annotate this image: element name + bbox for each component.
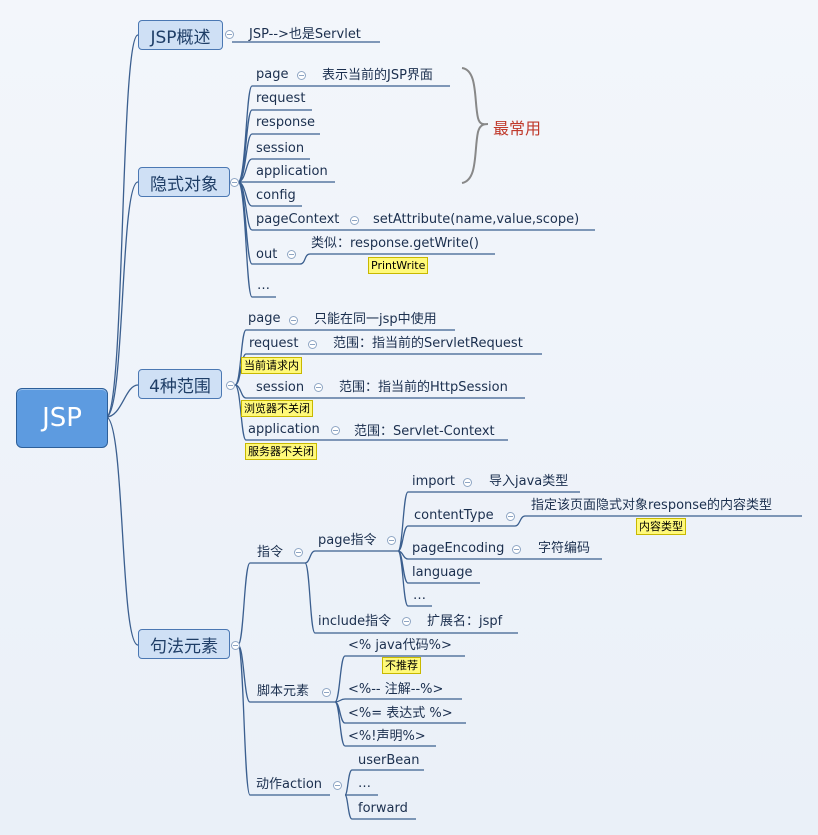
collapse-icon[interactable] bbox=[297, 71, 306, 80]
implicit-out[interactable]: out bbox=[256, 247, 278, 262]
note-browser-open: 浏览器不关闭 bbox=[241, 400, 313, 417]
syntax-contenttype-desc[interactable]: 指定该页面隐式对象response的内容类型 bbox=[531, 498, 773, 513]
callout-most-common: 最常用 bbox=[493, 119, 542, 138]
syntax-comment[interactable]: <%-- 注解--%> bbox=[348, 682, 444, 697]
note-server-running: 服务器不关闭 bbox=[245, 443, 317, 460]
implicit-pagecontext-desc[interactable]: setAttribute(name,value,scope) bbox=[373, 212, 580, 227]
implicit-page[interactable]: page bbox=[256, 67, 289, 82]
collapse-icon[interactable] bbox=[350, 216, 359, 225]
syntax-contenttype[interactable]: contentType bbox=[414, 508, 494, 523]
implicit-page-desc[interactable]: 表示当前的JSP界面 bbox=[322, 68, 433, 83]
note-printwrite: PrintWrite bbox=[368, 257, 429, 274]
collapse-icon[interactable] bbox=[331, 426, 340, 435]
implicit-application[interactable]: application bbox=[256, 164, 328, 179]
syntax-include-directive[interactable]: include指令 bbox=[318, 614, 392, 629]
syntax-page-directive[interactable]: page指令 bbox=[318, 533, 377, 548]
syntax-script-elements[interactable]: 脚本元素 bbox=[257, 684, 310, 699]
note-not-recommended: 不推荐 bbox=[382, 657, 421, 674]
syntax-forward[interactable]: forward bbox=[358, 801, 408, 816]
implicit-out-desc[interactable]: 类似：response.getWrite() bbox=[311, 236, 479, 251]
scope-page[interactable]: page bbox=[248, 311, 281, 326]
implicit-response[interactable]: response bbox=[256, 115, 316, 130]
syntax-pageencoding-desc[interactable]: 字符编码 bbox=[538, 541, 591, 556]
implicit-pagecontext[interactable]: pageContext bbox=[256, 212, 340, 227]
syntax-import-desc[interactable]: 导入java类型 bbox=[489, 474, 569, 489]
syntax-usebean[interactable]: userBean bbox=[358, 753, 420, 768]
topic-syntax-elements[interactable]: 句法元素 bbox=[138, 629, 230, 659]
note-current-request: 当前请求内 bbox=[241, 357, 302, 374]
note-content-type: 内容类型 bbox=[636, 518, 686, 535]
syntax-pageencoding[interactable]: pageEncoding bbox=[412, 541, 505, 556]
syntax-include-desc[interactable]: 扩展名：jspf bbox=[427, 614, 503, 629]
collapse-icon[interactable] bbox=[333, 781, 342, 790]
syntax-import[interactable]: import bbox=[412, 474, 455, 489]
implicit-request[interactable]: request bbox=[256, 91, 306, 106]
scope-application-desc[interactable]: 范围：Servlet-Context bbox=[354, 424, 495, 439]
implicit-session[interactable]: session bbox=[256, 141, 305, 156]
topic-implicit-objects[interactable]: 隐式对象 bbox=[138, 167, 230, 197]
collapse-icon[interactable] bbox=[225, 30, 234, 39]
implicit-more[interactable]: … bbox=[257, 278, 270, 293]
scope-page-desc[interactable]: 只能在同一jsp中使用 bbox=[314, 312, 437, 327]
syntax-page-more[interactable]: … bbox=[413, 588, 426, 603]
syntax-directive[interactable]: 指令 bbox=[257, 545, 284, 560]
collapse-icon[interactable] bbox=[226, 381, 235, 390]
syntax-expression[interactable]: <%= 表达式 %> bbox=[348, 706, 453, 721]
scope-application[interactable]: application bbox=[248, 422, 320, 437]
syntax-action[interactable]: 动作action bbox=[256, 777, 323, 792]
collapse-icon[interactable] bbox=[322, 688, 331, 697]
collapse-icon[interactable] bbox=[314, 383, 323, 392]
collapse-icon[interactable] bbox=[387, 536, 396, 545]
syntax-scriptlet[interactable]: <% java代码%> bbox=[348, 638, 452, 653]
syntax-action-more[interactable]: … bbox=[358, 776, 371, 791]
collapse-icon[interactable] bbox=[512, 545, 521, 554]
scope-request[interactable]: request bbox=[249, 336, 299, 351]
topic-four-scopes[interactable]: 4种范围 bbox=[138, 369, 222, 399]
implicit-config[interactable]: config bbox=[256, 188, 296, 203]
scope-request-desc[interactable]: 范围：指当前的ServletRequest bbox=[333, 336, 523, 351]
overview-desc[interactable]: JSP-->也是Servlet bbox=[249, 27, 361, 42]
collapse-icon[interactable] bbox=[308, 340, 317, 349]
scope-session-desc[interactable]: 范围：指当前的HttpSession bbox=[339, 380, 508, 395]
collapse-icon[interactable] bbox=[506, 512, 515, 521]
collapse-icon[interactable] bbox=[287, 250, 296, 259]
collapse-icon[interactable] bbox=[230, 178, 239, 187]
collapse-icon[interactable] bbox=[231, 641, 240, 650]
root-topic[interactable]: JSP bbox=[16, 388, 108, 448]
syntax-declaration[interactable]: <%!声明%> bbox=[348, 729, 426, 744]
topic-jsp-overview[interactable]: JSP概述 bbox=[138, 20, 223, 50]
collapse-icon[interactable] bbox=[402, 617, 411, 626]
collapse-icon[interactable] bbox=[289, 316, 298, 325]
syntax-language[interactable]: language bbox=[412, 565, 473, 580]
collapse-icon[interactable] bbox=[463, 478, 472, 487]
scope-session[interactable]: session bbox=[256, 380, 305, 395]
collapse-icon[interactable] bbox=[294, 548, 303, 557]
